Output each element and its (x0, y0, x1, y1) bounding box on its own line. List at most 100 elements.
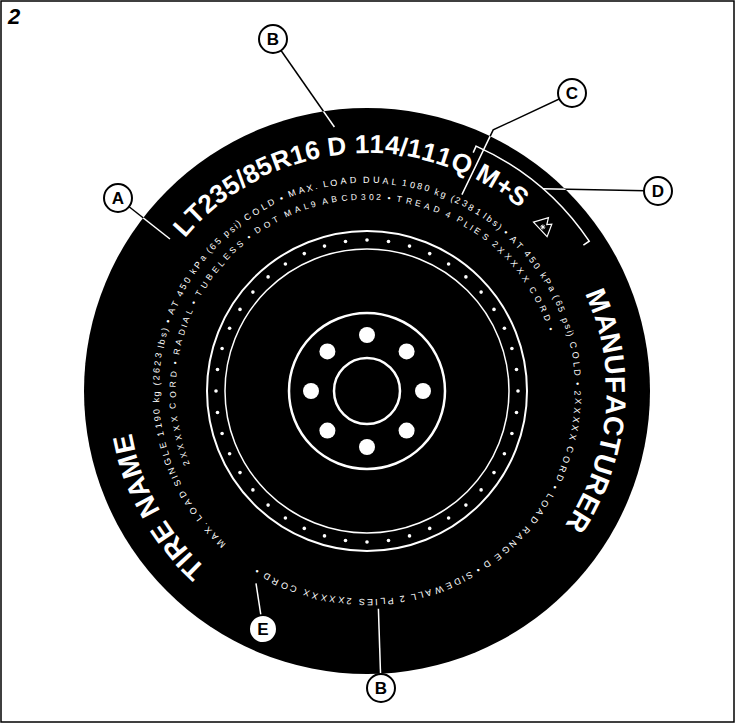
letter: 9 (154, 416, 164, 422)
letter (152, 387, 161, 390)
letter: • (163, 319, 173, 325)
letter: S (480, 232, 490, 242)
letter (525, 521, 534, 529)
letter: X (204, 525, 215, 535)
letter: R (169, 381, 178, 387)
letter (487, 237, 494, 245)
letter: R (158, 531, 192, 564)
letter: 5 (527, 255, 537, 265)
letter: E (444, 580, 453, 591)
letter: A (167, 307, 178, 316)
letter (274, 196, 280, 205)
letter: 4 (384, 132, 401, 159)
letter (392, 194, 396, 203)
letter: I (460, 574, 466, 583)
letter: L (380, 596, 386, 605)
letter: k (538, 271, 548, 280)
letter: S (228, 245, 238, 255)
letter: • (170, 361, 179, 365)
letter (429, 186, 434, 195)
rim-dot (303, 252, 307, 256)
letter: T (514, 241, 524, 251)
letter (479, 210, 486, 219)
letter: s (562, 323, 572, 330)
rim-dot (251, 488, 255, 492)
letter: X (503, 252, 513, 262)
letter: C (597, 414, 628, 438)
letter: C (243, 212, 253, 223)
letter: X (520, 274, 530, 284)
letter: X (572, 407, 582, 414)
letter: 6 (209, 242, 219, 252)
letter: E (109, 432, 140, 456)
letter: I (180, 324, 189, 329)
letter: D (326, 132, 348, 160)
letter (466, 156, 484, 183)
letter: D (542, 313, 552, 322)
letter: X (170, 416, 179, 423)
rim-dot (228, 327, 232, 331)
letter: X (172, 425, 181, 432)
letter: 2 (347, 596, 353, 605)
letter: / (231, 166, 251, 192)
letter (171, 357, 180, 361)
letter: L (194, 513, 204, 522)
letter: S (504, 181, 534, 212)
lug-holes (303, 327, 431, 455)
letter: b (157, 338, 167, 345)
letter: • (278, 194, 285, 204)
letter: L (417, 590, 424, 600)
letter: E (571, 489, 604, 518)
rim-dot (503, 327, 507, 331)
letter: 1 (401, 179, 408, 189)
letter (318, 181, 322, 190)
letter: U (199, 280, 209, 290)
letter: R (561, 505, 595, 537)
letter (170, 366, 179, 369)
letter: X (311, 590, 319, 600)
letter: g (152, 391, 161, 396)
letter: C (341, 194, 348, 203)
letter: A (293, 205, 301, 215)
letter: 2 (573, 391, 582, 396)
lug-hole (415, 383, 431, 399)
letter (298, 586, 303, 595)
letter: L (185, 308, 195, 316)
letter: ( (551, 294, 560, 301)
letter: 2 (376, 193, 381, 202)
letter: 2 (154, 360, 164, 366)
rim-dot (303, 527, 307, 531)
letter: T (593, 434, 624, 457)
letter: P (193, 260, 204, 270)
rim-dot (216, 411, 220, 415)
letter: k (189, 267, 199, 276)
letter: Q (447, 147, 476, 179)
callout-circle: A (103, 183, 133, 213)
letter: i (233, 222, 240, 230)
rim-dot (447, 516, 451, 520)
letter (282, 192, 288, 201)
rim-dot (479, 290, 483, 294)
letter: O (262, 219, 272, 230)
letter: 4 (175, 289, 185, 298)
lug-hole (359, 327, 375, 343)
letter: L (571, 361, 581, 367)
letter (395, 595, 399, 604)
letter: 1 (369, 131, 385, 158)
letter: R (538, 304, 548, 313)
letter: • (502, 228, 510, 237)
callout-letter: B (375, 680, 387, 697)
letter: L (168, 211, 198, 240)
letter (157, 437, 166, 442)
rim-dot (515, 368, 519, 372)
letter (152, 404, 161, 407)
letter: • (549, 484, 558, 491)
letter: P (455, 215, 464, 225)
rim-dot (238, 471, 242, 475)
letter (317, 198, 321, 207)
letter (278, 213, 284, 222)
